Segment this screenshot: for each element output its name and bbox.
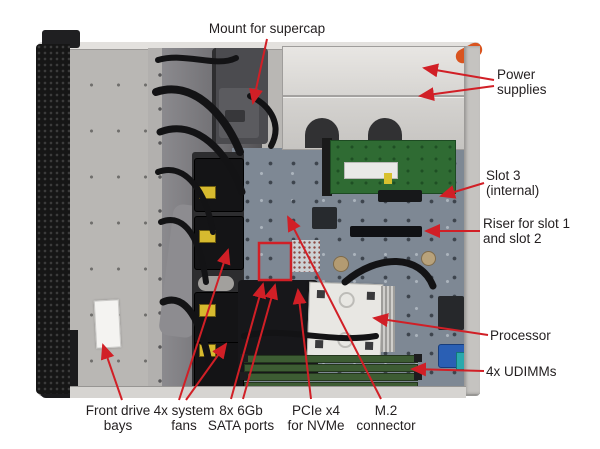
front-bezel [36,44,70,394]
label-front-drive-bays: Front drive bays [85,403,151,433]
fan-tag [199,186,216,199]
label-udimms: 4x UDIMMs [486,364,557,379]
processor-heatsink [306,281,384,359]
psu-divider [283,95,465,98]
label-pcie-nvme: PCIe x4 for NVMe [287,403,345,433]
rear-usb-ports [438,296,464,330]
fan-tag [199,230,216,243]
udimm-slot-3 [244,373,418,381]
label-m2-connector: M.2 connector [356,403,416,433]
label-system-fans: 4x system fans [153,403,215,433]
label-slot3-internal: Slot 3 (internal) [486,168,540,198]
cable-roller [198,276,234,291]
chassis-rear-wall [464,46,480,394]
system-fan-1 [194,158,244,212]
label-riser-slots: Riser for slot 1 and slot 2 [483,216,571,246]
fan-tag [199,304,216,317]
cage-hinge-strip [148,48,163,388]
label-mount-supercap: Mount for supercap [208,21,326,36]
slot3-connector [378,190,422,202]
capacitor [333,256,349,272]
label-power-supplies: Power supplies [497,67,547,97]
udimm-slot-2 [244,364,418,372]
system-fan-3 [194,292,244,346]
capacitor [421,251,436,266]
fan-tag [199,344,216,357]
udimm-slot-1 [244,355,418,363]
chassis-bottom-rail [70,386,466,398]
system-fan-2 [194,216,244,270]
raid-card-tag [384,173,392,184]
label-sata-ports: 8x 6Gb SATA ports [207,403,275,433]
riser-slot-connector [350,226,422,237]
supercap-mount-label [225,110,245,122]
cage-sticker [93,299,122,349]
raid-card-bracket [322,138,332,196]
front-latch [42,30,80,48]
chipset-chip [312,207,337,229]
label-processor: Processor [490,328,551,343]
chassis-top-edge [70,42,470,50]
component-grid [292,240,320,272]
heatsink-fins [381,286,395,352]
